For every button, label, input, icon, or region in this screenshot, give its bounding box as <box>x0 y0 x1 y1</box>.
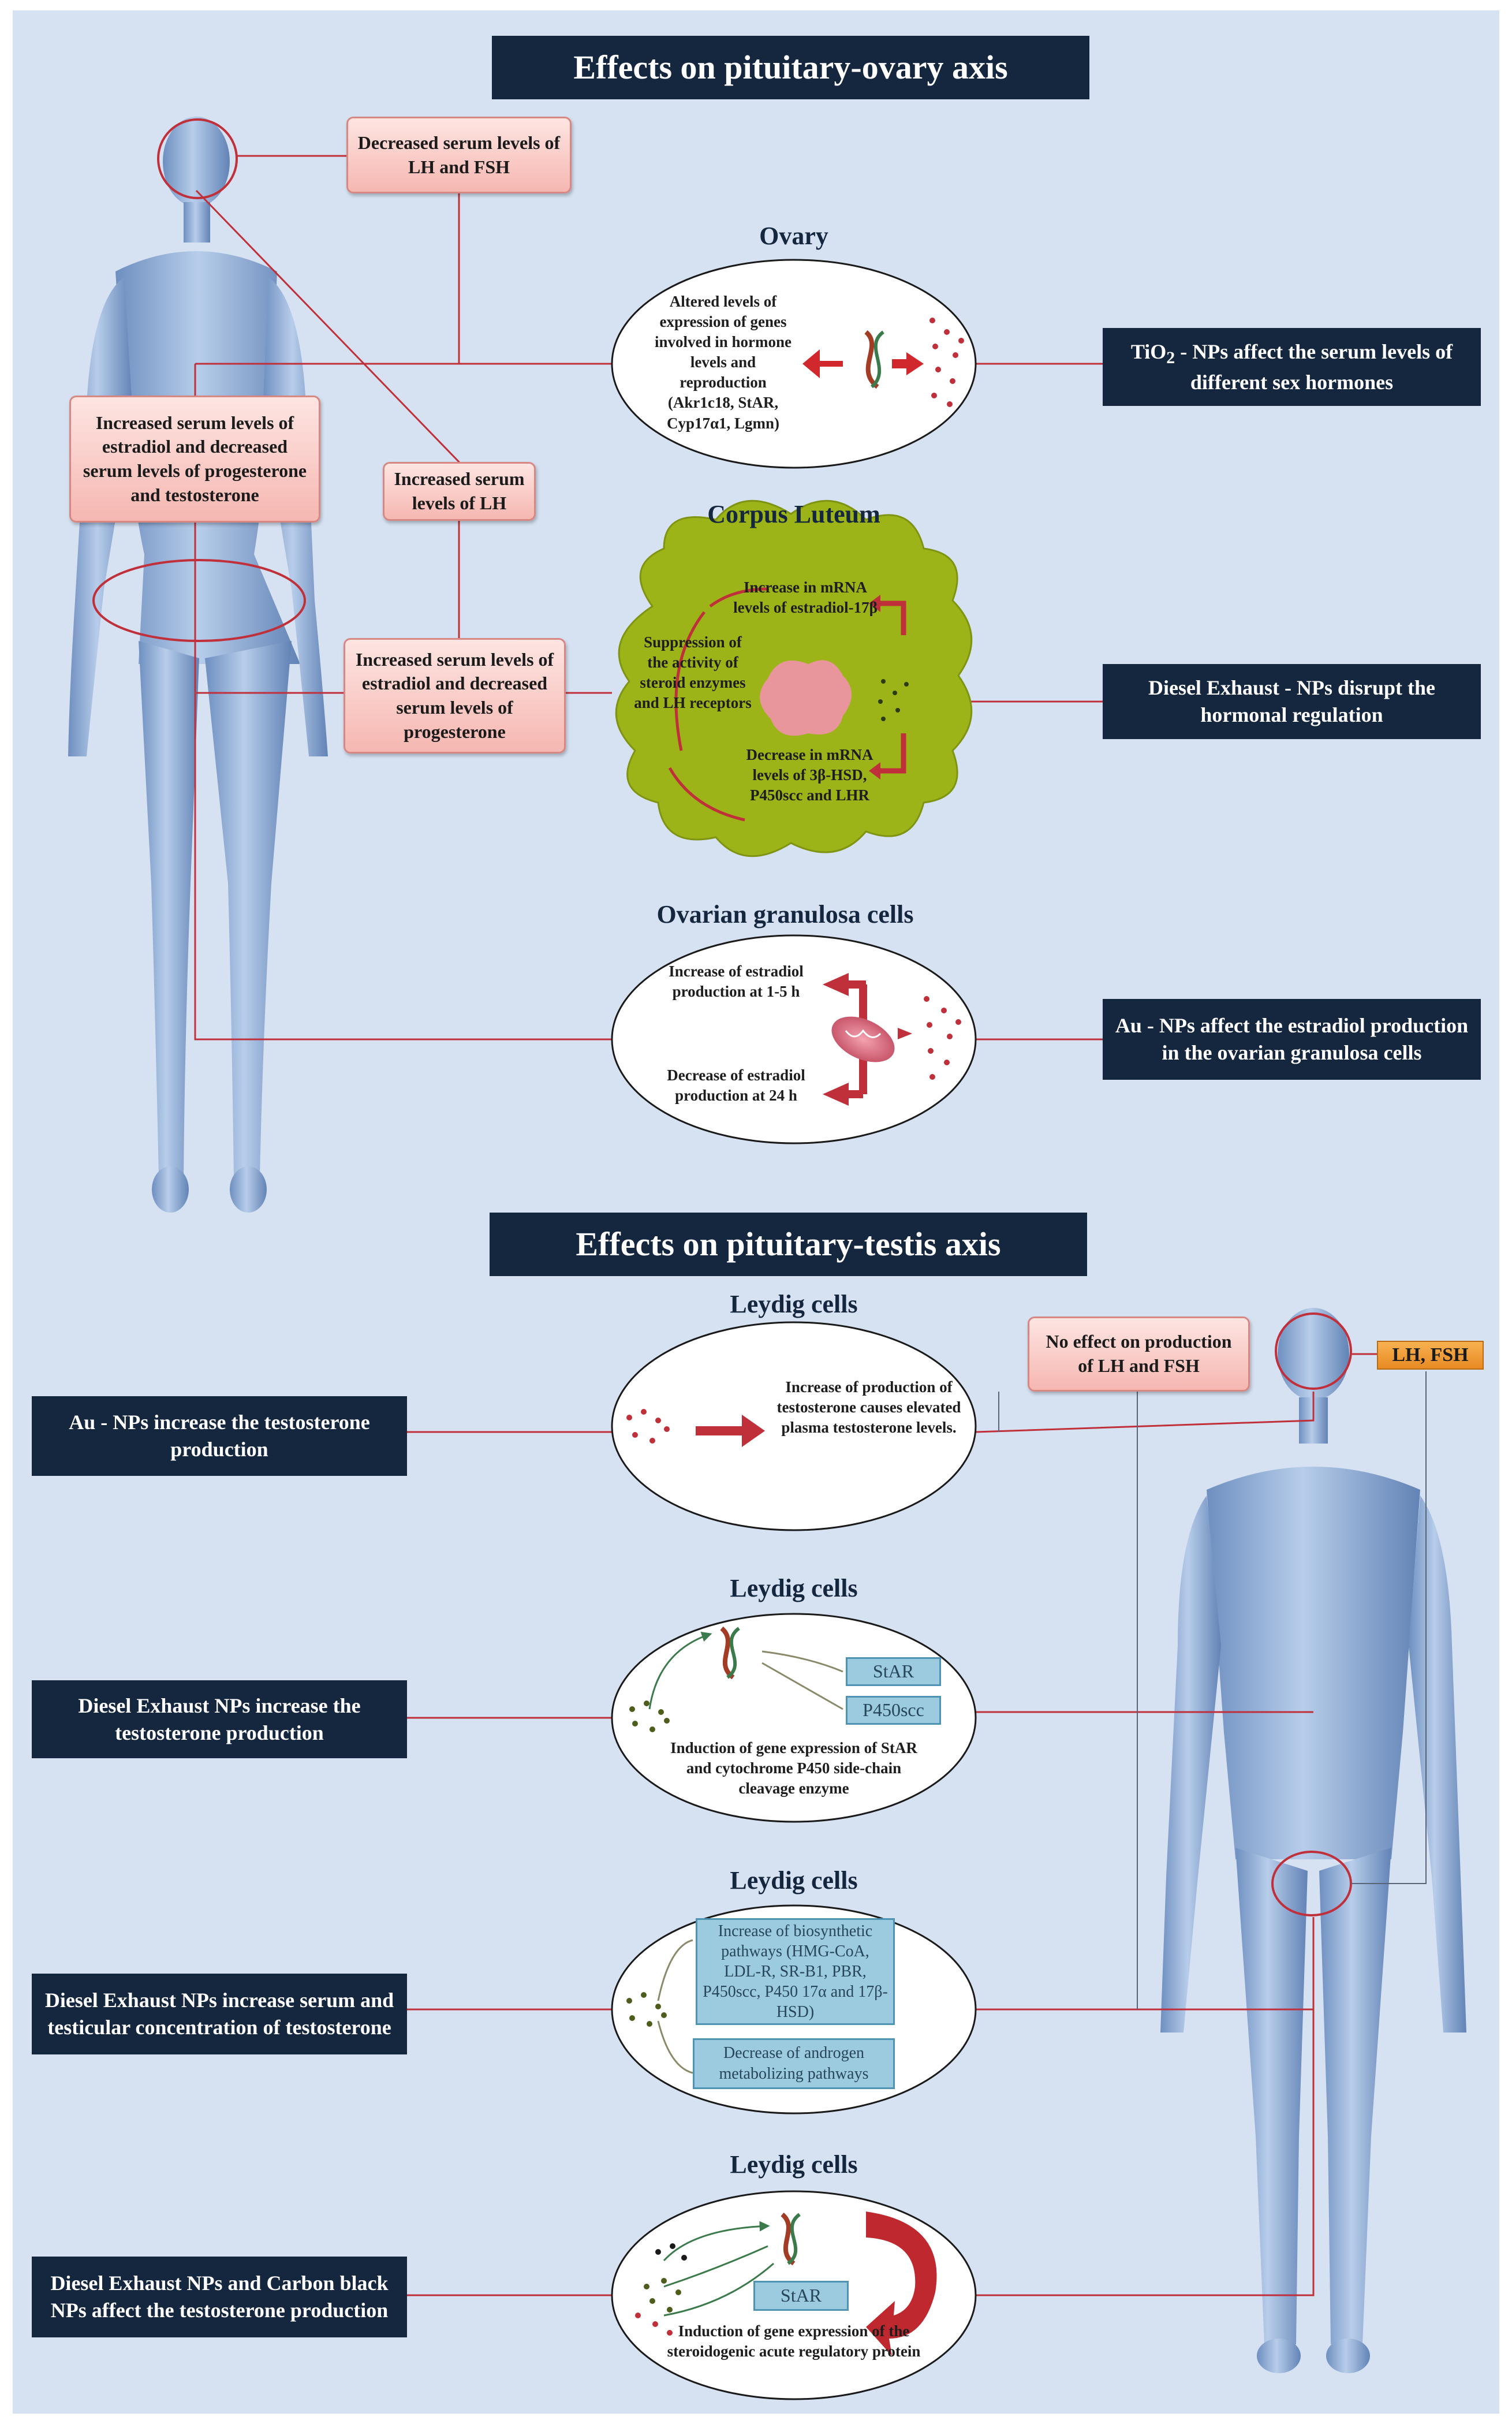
testis-connectors <box>407 1353 1377 2296</box>
female-figure <box>68 117 328 1213</box>
pink-box-estradiol-center: Increased serum levels of estradiol and … <box>344 638 566 754</box>
corpus-luteum-decrease: Decrease in mRNA levels of 3β-HSD, P450s… <box>746 746 873 804</box>
leydig-ellipse-1 <box>611 1321 977 1531</box>
leydig-heading-4: Leydig cells <box>730 2150 858 2179</box>
corpus-luteum-suppression: Suppression of the activity of steroid e… <box>634 633 752 712</box>
ovary-heading: Ovary <box>759 222 828 250</box>
corpus-luteum-heading: Corpus Luteum <box>707 500 880 528</box>
star-box-1: StAR <box>846 1657 941 1686</box>
banner-ovary-axis: Effects on pituitary-ovary axis <box>492 36 1089 99</box>
leydig-text-2: Induction of gene expression of StAR and… <box>670 1739 917 1798</box>
source-diesel-exhaust-testis-1: Diesel Exhaust NPs increase the testoste… <box>32 1680 407 1758</box>
biosynthetic-pathways-box: Increase of biosynthetic pathways (HMG-C… <box>696 1918 895 2025</box>
granulosa-decrease: Decrease of estradiol production at 24 h <box>667 1066 805 1105</box>
tio2-effect: - NPs affect the serum levels of differe… <box>1175 340 1453 394</box>
tio2-subscript: 2 <box>1166 348 1175 367</box>
star-box-2: StAR <box>753 2281 849 2311</box>
source-diesel-carbon-black: Diesel Exhaust NPs and Carbon black NPs … <box>32 2257 407 2337</box>
pink-box-decreased-lh-fsh: Decreased serum levels of LH and FSH <box>346 117 572 193</box>
source-au-nps-testis: Au - NPs increase the testosterone produ… <box>32 1396 407 1476</box>
source-diesel-exhaust-testis-2: Diesel Exhaust NPs increase serum and te… <box>32 1974 407 2054</box>
leydig-heading-3: Leydig cells <box>730 1866 858 1895</box>
granulosa-increase: Increase of estradiol production at 1-5 … <box>669 963 804 1001</box>
source-diesel-exhaust-ovary: Diesel Exhaust - NPs disrupt the hormona… <box>1103 664 1481 739</box>
orange-tag-lh-fsh: LH, FSH <box>1377 1341 1484 1370</box>
leydig-text-1: Increase of production of testosterone c… <box>776 1378 961 1437</box>
source-au-nps-ovary: Au - NPs affect the estradiol production… <box>1103 999 1481 1080</box>
ovary-ellipse <box>611 259 977 469</box>
p450scc-box: P450scc <box>846 1696 941 1725</box>
ovary-text: Altered levels of expression of genes in… <box>654 293 792 432</box>
granulosa-ellipse <box>611 934 977 1144</box>
leydig-text-4: Induction of gene expression of the ster… <box>667 2322 921 2360</box>
banner-testis-axis: Effects on pituitary-testis axis <box>490 1213 1087 1276</box>
granulosa-heading: Ovarian granulosa cells <box>656 900 914 928</box>
pink-box-estradiol-left: Increased serum levels of estradiol and … <box>69 396 320 523</box>
androgen-metabolizing-box: Decrease of androgen metabolizing pathwa… <box>693 2038 895 2089</box>
pink-box-no-effect-lh-fsh: No effect on production of LH and FSH <box>1028 1317 1250 1392</box>
leydig-heading-2: Leydig cells <box>730 1574 858 1602</box>
corpus-luteum-increase: Increase in mRNA levels of estradiol-17β <box>733 579 878 617</box>
corpus-luteum-blob <box>615 499 973 857</box>
pink-box-increased-lh: Increased serum levels of LH <box>383 462 536 521</box>
tio2-formula: TiO <box>1130 340 1167 363</box>
leydig-heading-1: Leydig cells <box>730 1290 858 1318</box>
source-tio2-nps: TiO2 - NPs affect the serum levels of di… <box>1103 328 1481 406</box>
